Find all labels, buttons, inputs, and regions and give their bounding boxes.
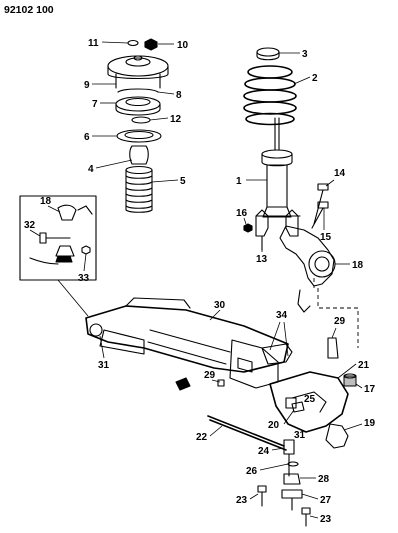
callout-23-left: 23: [236, 495, 248, 506]
strut-to-knuckle-bolt-part-15: [311, 201, 329, 229]
callout-8: 8: [176, 90, 182, 101]
strut-to-knuckle-bolt-part-14: [313, 183, 329, 225]
callout-26: 26: [246, 466, 258, 477]
retainer-part-20: [291, 401, 305, 413]
ball-joint-part-19: [325, 423, 349, 449]
nut-part-16: [243, 223, 253, 233]
bolt-part-23-right: [301, 507, 311, 527]
callout-19: 19: [364, 418, 376, 429]
jounce-bumper-part-4: [129, 145, 149, 165]
callout-7: 7: [92, 99, 98, 110]
callout-labels: 11 10 9 8 7 12 6 4 5 3 2 1 14 15 16 13 1…: [24, 38, 376, 525]
callout-32: 32: [24, 220, 36, 231]
callout-11: 11: [88, 38, 99, 49]
callout-34: 34: [276, 310, 288, 321]
bushing-part-28: [283, 473, 301, 485]
bearing-part-7: [115, 96, 161, 112]
strut-assembly-part-1: [255, 117, 301, 237]
callout-12: 12: [170, 114, 182, 125]
callout-9: 9: [84, 80, 90, 91]
dust-boot-part-5: [125, 165, 153, 213]
callout-28: 28: [318, 474, 330, 485]
callout-5: 5: [180, 176, 186, 187]
callout-22: 22: [196, 432, 208, 443]
nut-part-33: [81, 245, 91, 255]
bushing-part-17: [343, 375, 357, 387]
seal-part-12: [131, 116, 151, 124]
stabilizer-link-assembly: [281, 439, 303, 511]
stabilizer-bar-part-22: [207, 415, 287, 451]
callout-13: 13: [256, 254, 268, 265]
nut-part-10: [144, 38, 158, 51]
callout-24: 24: [258, 446, 270, 457]
bolt-part-23-left: [257, 485, 267, 507]
lower-control-arm: [269, 337, 357, 449]
coil-spring-and-strut: [243, 47, 301, 237]
callout-2: 2: [312, 73, 318, 84]
washer-part-11: [127, 39, 139, 47]
callout-14: 14: [334, 168, 346, 179]
pinch-bolt-part-32: [39, 232, 71, 244]
callout-29-left: 29: [204, 370, 216, 381]
callout-27: 27: [320, 495, 332, 506]
callout-18-knuckle: 18: [352, 260, 364, 271]
bracket-part-29-right: [327, 337, 339, 359]
steering-knuckle: [243, 183, 336, 313]
ball-joint-inset: [19, 195, 97, 281]
callout-21: 21: [358, 360, 370, 371]
callout-18-inset: 18: [40, 196, 52, 207]
callout-17: 17: [364, 384, 376, 395]
coil-spring-part-2: [243, 65, 297, 126]
callout-6: 6: [84, 132, 90, 143]
callout-23-right: 23: [320, 514, 332, 525]
callout-10: 10: [177, 40, 189, 51]
callout-1: 1: [236, 176, 242, 187]
callout-15: 15: [320, 232, 332, 243]
link-part-24: [283, 439, 295, 455]
callout-16: 16: [236, 208, 248, 219]
bushing-part-25: [285, 397, 297, 409]
callout-31-right: 31: [294, 430, 306, 441]
callout-29-right: 29: [334, 316, 346, 327]
callout-31-left: 31: [98, 360, 110, 371]
callout-25: 25: [304, 394, 316, 405]
inset-frame: [19, 195, 97, 281]
callout-3: 3: [302, 49, 308, 60]
knuckle-hub-bore: [308, 250, 336, 278]
document-number: 92102 100: [4, 4, 54, 16]
callout-20: 20: [268, 420, 280, 431]
clip-part-29-left: [175, 377, 191, 391]
crossmember-part-30: [85, 297, 293, 389]
callout-33: 33: [78, 273, 90, 284]
bracket-part-27: [281, 489, 303, 499]
callout-30: 30: [214, 300, 226, 311]
strut-mount-stack: [107, 38, 169, 213]
callout-4: 4: [88, 164, 94, 175]
spring-isolator-part-3: [256, 47, 280, 57]
